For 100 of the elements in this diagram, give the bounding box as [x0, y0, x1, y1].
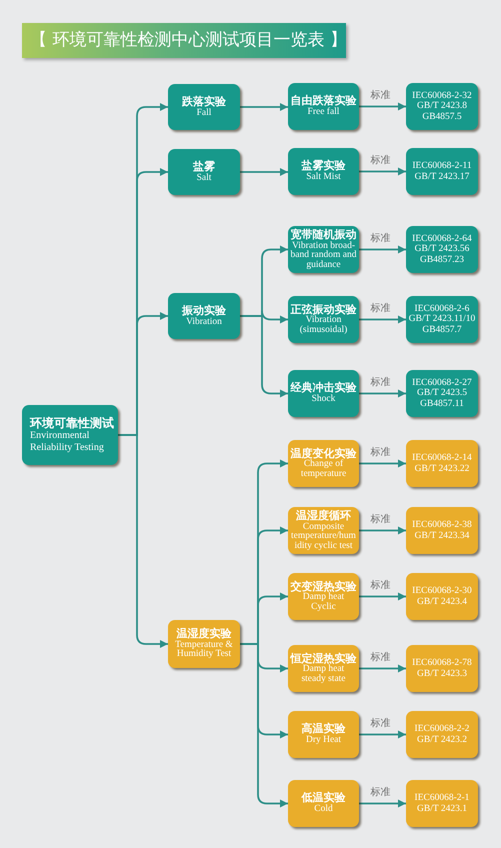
standard-code: GB/T 2423.34 — [414, 530, 470, 541]
arrow — [240, 103, 288, 111]
edge-label: 标准 — [370, 154, 390, 166]
box-heading: 温湿度循环 — [296, 510, 351, 522]
category-box — [288, 711, 359, 758]
standard-code: GB/T 2423.2 — [417, 734, 467, 745]
box-heading: 自由跌落实验 — [290, 95, 356, 108]
arrow — [359, 168, 406, 176]
standard-code: IEC60068-2-32 — [412, 90, 472, 102]
standard-box — [406, 711, 478, 758]
standard-code: IEC60068-2-1 — [414, 793, 470, 804]
standard-code: IEC60068-2-64 — [412, 234, 472, 244]
box-heading: 高温实验 — [302, 723, 346, 736]
category-box — [288, 226, 359, 273]
box-subheading: Fall — [196, 108, 212, 118]
standard-box — [406, 370, 478, 417]
box-subheading: Free fall — [308, 108, 340, 118]
standard-code: GB/T 2423.17 — [414, 172, 470, 182]
category-box — [288, 507, 359, 554]
edge-label: 标准 — [370, 786, 390, 798]
standard-code: IEC60068-2-38 — [412, 520, 472, 530]
edge-label: 标准 — [370, 376, 390, 388]
box-subheading: Composite temperature/humidity cyclic test — [290, 522, 357, 552]
edge-label: 标准 — [370, 446, 390, 458]
box-heading: 温度变化实验 — [290, 448, 356, 460]
category-box — [168, 293, 240, 339]
edge-label: 标准 — [370, 650, 390, 664]
arrow — [359, 460, 406, 468]
edge-label: 标准 — [370, 232, 390, 244]
standard-code: GB4857.7 — [422, 324, 462, 336]
standard-code: IEC60068-2-78 — [412, 658, 472, 668]
arrow — [118, 434, 168, 648]
box-subheading: Salt Mist — [306, 173, 341, 183]
arrow — [240, 168, 288, 176]
standard-box — [406, 226, 478, 273]
arrow — [359, 102, 406, 110]
edge-label: 标准 — [370, 716, 390, 730]
box-subheading: Temperature & Humidity Test — [174, 640, 234, 660]
arrow — [359, 390, 406, 398]
category-box — [168, 620, 240, 668]
title-banner: 【 环境可靠性检测中心测试项目一览表 】 — [22, 23, 346, 58]
standard-code: GB/T 2423.22 — [414, 464, 470, 474]
box-heading: 盐雾 — [193, 160, 215, 173]
category-box — [288, 83, 359, 130]
standard-code: GB4857.23 — [420, 254, 464, 266]
standard-code: GB/T 2423.5 — [417, 388, 467, 399]
box-heading: 振动实验 — [182, 304, 226, 317]
box-subheading: Damp heat Cyclic — [302, 593, 346, 612]
standard-box — [406, 780, 478, 827]
box-heading: 环境可靠性测试 — [30, 416, 114, 430]
standard-box — [406, 645, 478, 692]
box-heading: 恒定湿热实验 — [290, 652, 356, 665]
standard-code: IEC60068-2-2 — [414, 724, 470, 734]
standard-code: GB/T 2423.56 — [414, 244, 470, 255]
arrow — [359, 800, 406, 808]
category-box — [168, 84, 240, 130]
box-heading: 跌落实验 — [182, 96, 226, 108]
box-heading: 经典冲击实验 — [290, 382, 356, 394]
box-heading: 宽带随机振动 — [290, 228, 356, 241]
category-box — [288, 780, 359, 827]
standard-code: GB/T 2423.8 — [417, 101, 467, 112]
category-box — [288, 573, 359, 620]
box-subheading: Salt — [196, 174, 212, 184]
box-heading: 低温实验 — [302, 792, 346, 804]
standard-box — [406, 440, 478, 487]
standard-box — [406, 83, 478, 130]
category-box — [288, 296, 359, 343]
standard-code: IEC60068-2-11 — [412, 161, 472, 172]
standard-box — [406, 296, 478, 343]
root-box — [22, 405, 118, 465]
arrow — [359, 246, 406, 254]
standard-box — [406, 573, 478, 620]
standard-code: GB/T 2423.11/10 — [408, 314, 476, 325]
standard-code: IEC60068-2-30 — [412, 586, 472, 596]
box-subheading: Shock — [312, 395, 336, 405]
edge-label: 标准 — [370, 88, 390, 102]
box-subheading: Cold — [314, 805, 333, 815]
box-heading: 盐雾实验 — [302, 160, 346, 172]
standard-code: GB/T 2423.1 — [417, 804, 467, 814]
standard-code: IEC60068-2-6 — [414, 304, 470, 314]
arrow — [240, 315, 288, 398]
box-heading: 交变湿热实验 — [290, 580, 356, 593]
category-box — [288, 440, 359, 487]
box-heading: 正弦振动实验 — [290, 304, 356, 316]
category-box — [168, 149, 240, 195]
standard-code: GB/T 2423.3 — [417, 668, 467, 679]
box-heading: 温湿度实验 — [176, 628, 232, 640]
standard-code: IEC60068-2-14 — [412, 453, 472, 464]
arrow — [359, 526, 406, 534]
category-box — [288, 148, 359, 195]
standard-box — [406, 507, 478, 554]
standard-box — [406, 148, 478, 195]
arrow — [359, 316, 406, 324]
standard-code: GB4857.11 — [420, 398, 464, 410]
edge-label: 标准 — [370, 512, 390, 526]
box-subheading: Change of temperature — [300, 460, 348, 480]
edge-label: 标准 — [370, 578, 390, 592]
category-box — [288, 370, 359, 417]
arrow — [359, 592, 406, 600]
box-subheading: Damp heat steady state — [300, 665, 347, 684]
